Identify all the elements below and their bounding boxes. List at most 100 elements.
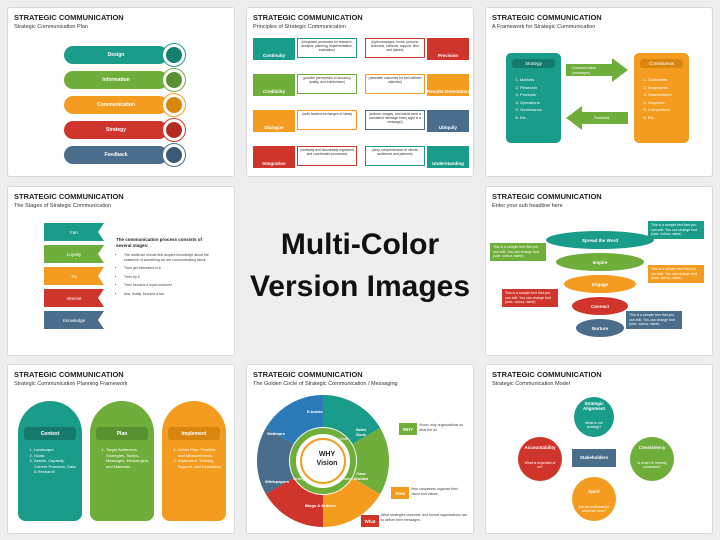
stage-fan: Fan	[44, 223, 104, 241]
description-why: Vision: why organizations do what the do	[419, 423, 464, 432]
sample-note: This is a sample text that you can edit.…	[648, 221, 704, 239]
principle-text: (integrated processes for research, anal…	[297, 38, 357, 58]
segment-case-studies: Case Studies	[353, 471, 369, 481]
stage-try: Try	[44, 267, 104, 285]
slide-subtitle: The Golden Circle of Strategic Communica…	[253, 381, 398, 387]
chat-icon	[163, 94, 185, 116]
strategy-box: Strategy MarketsResearch ProductsOperati…	[506, 53, 561, 143]
question-motivated: Are we motivated to about we hear?	[578, 505, 610, 513]
plan-bar-information: Information	[64, 71, 168, 89]
funnel-level-connect: Connect	[572, 297, 628, 315]
slide-thumbnail-funnel[interactable]: STRATEGIC COMMUNICATION Enter your sub h…	[485, 186, 713, 356]
node-strategic-alignment: Strategic Alignment	[583, 401, 605, 411]
principle-dialogue: Dialogue	[253, 110, 295, 132]
stage-bullets: The audience should first acquire knowle…	[124, 253, 214, 296]
segment-ebooks: E-books	[307, 409, 323, 414]
slide-title: STRATEGIC COMMUNICATION	[253, 370, 363, 379]
funnel-level-engage: Engage	[564, 275, 636, 293]
inner-mission: Mission	[341, 477, 353, 481]
plan-bar-design: Design	[64, 46, 168, 64]
slide-subtitle: Strategic Communication Plan	[14, 24, 88, 30]
slide-subtitle: Strategic Communication Planning Framewo…	[14, 381, 128, 387]
arrow-label-communication: Communication (messages)	[572, 66, 597, 75]
slide-title: STRATEGIC COMMUNICATION	[492, 192, 602, 201]
inner-strategy: Strategy	[293, 477, 307, 481]
principle-continuity: Continuity	[253, 38, 295, 60]
sample-note: This is a sample text that you can edit.…	[648, 265, 704, 283]
arrow-left-icon	[566, 106, 628, 130]
slide-subtitle: Enter your sub headline here	[492, 203, 563, 209]
principle-text: (vertically and horizontally organized a…	[297, 146, 357, 166]
node-consistency: Consistency	[638, 445, 666, 450]
segment-sales-deck: Sales Deck	[355, 427, 367, 437]
segment-whitepapers: Whitepapers	[265, 479, 290, 484]
principle-understanding: Understanding	[427, 146, 469, 168]
sample-note: This is a sample text that you can edit.…	[502, 289, 558, 307]
stage-heading: The communication process consists of se…	[116, 237, 203, 248]
slide-title: STRATEGIC COMMUNICATION	[14, 192, 124, 201]
description-what: What strategies channels, and format org…	[381, 513, 468, 522]
principle-credibility: Credibility	[253, 74, 295, 96]
slide-thumbnail-model[interactable]: STRATEGIC COMMUNICATION Strategic Commun…	[485, 364, 713, 534]
info-icon	[163, 69, 185, 91]
slide-subtitle: A Framework for Strategic Communication	[492, 24, 596, 30]
label-how: How	[391, 487, 409, 499]
column-context: Context Landscape Goals Assets, Capacity…	[18, 401, 82, 521]
slide-title: STRATEGIC COMMUNICATION	[14, 13, 124, 22]
sample-note: This is a sample text that you can edit.…	[626, 311, 682, 329]
label-what: What	[361, 515, 379, 527]
principle-text: (multi-faceted exchanges of ideas)	[297, 110, 357, 130]
golden-circle-chart	[256, 395, 390, 527]
slide-thumbnail-framework[interactable]: STRATEGIC COMMUNICATION A Framework for …	[485, 7, 713, 177]
center-stakeholders: Stakeholders	[579, 455, 609, 460]
node-spirit: Spirit	[588, 489, 600, 494]
stage-loyalty: Loyalty	[44, 245, 104, 263]
question-expected: What is expected of us?	[524, 461, 556, 469]
principle-text: (deep comprehension of clients, audience…	[365, 146, 425, 166]
segment-blogs: Blogs & Articles	[305, 503, 336, 508]
funnel-level-spread: Spread the Word	[546, 231, 654, 249]
funnel-level-nurture: Nurture	[576, 319, 624, 337]
inner-vision: Vision	[339, 437, 349, 441]
slide-thumbnail-golden-circle[interactable]: STRATEGIC COMMUNICATION The Golden Circl…	[246, 364, 474, 534]
arrow-label-feedback: Feedback	[594, 116, 610, 120]
plan-bar-strategy: Strategy	[64, 121, 168, 139]
principle-results-orientation: Results-Orientation	[427, 74, 469, 96]
slide-title: STRATEGIC COMMUNICATION	[492, 370, 602, 379]
slide-subtitle: The Stages of Strategic Communication	[14, 203, 112, 209]
stage-interest: Interest	[44, 289, 104, 307]
slide-subtitle: Principles of Strategic Communication	[253, 24, 346, 30]
slide-subtitle: Strategic Communication Model	[492, 381, 570, 387]
core-vision: Vision	[316, 460, 338, 467]
stage-knowledge: Knowledge	[44, 311, 104, 329]
slide-thumbnail-principles[interactable]: STRATEGIC COMMUNICATION Principles of St…	[246, 7, 474, 177]
sample-note: This is a sample text that you can edit.…	[490, 243, 546, 261]
slide-thumbnail-stages[interactable]: STRATEGIC COMMUNICATION The Stages of St…	[7, 186, 235, 356]
principle-text: (positive perceptions of accuracy, quali…	[297, 74, 357, 94]
principle-text: (desirable outcomes for well-defined obj…	[365, 74, 425, 94]
constituents-box: Constituents CustomersEmployees Sharehol…	[634, 53, 689, 143]
description-how: How companies organize their vision and …	[411, 487, 459, 496]
person-icon	[163, 119, 185, 141]
column-implement: Implement Action Plan, Timeline, and Mea…	[162, 401, 226, 521]
column-plan: Plan Target Audiences, Strategies, Tacti…	[90, 401, 154, 521]
funnel-level-inspire: Inspire	[556, 253, 644, 271]
principle-text: (right messages, forms, persons, channel…	[365, 38, 425, 58]
plan-bar-feedback: Feedback	[64, 146, 168, 164]
center-title: Multi-Color Version Images	[249, 228, 471, 303]
node-accountability: Accountability	[524, 445, 556, 450]
arrow-right-icon	[566, 58, 628, 82]
principle-integration: Integration	[253, 146, 295, 168]
slide-title: STRATEGIC COMMUNICATION	[14, 370, 124, 379]
principle-ubiquity: Ubiquity	[427, 110, 469, 132]
feedback-icon	[163, 144, 185, 166]
slide-thumbnail-plan[interactable]: STRATEGIC COMMUNICATION Strategic Commun…	[7, 7, 235, 177]
plan-bar-communication: Communication	[64, 96, 168, 114]
core-why: WHY	[318, 451, 336, 458]
slide-thumbnail-planning-framework[interactable]: STRATEGIC COMMUNICATION Strategic Commun…	[7, 364, 235, 534]
model-diagram	[518, 397, 674, 521]
segment-webinars: Webinars	[267, 431, 285, 436]
slide-title: STRATEGIC COMMUNICATION	[492, 13, 602, 22]
principle-text: (actions, images, and words send a consi…	[365, 110, 425, 130]
slide-title: STRATEGIC COMMUNICATION	[253, 13, 363, 22]
